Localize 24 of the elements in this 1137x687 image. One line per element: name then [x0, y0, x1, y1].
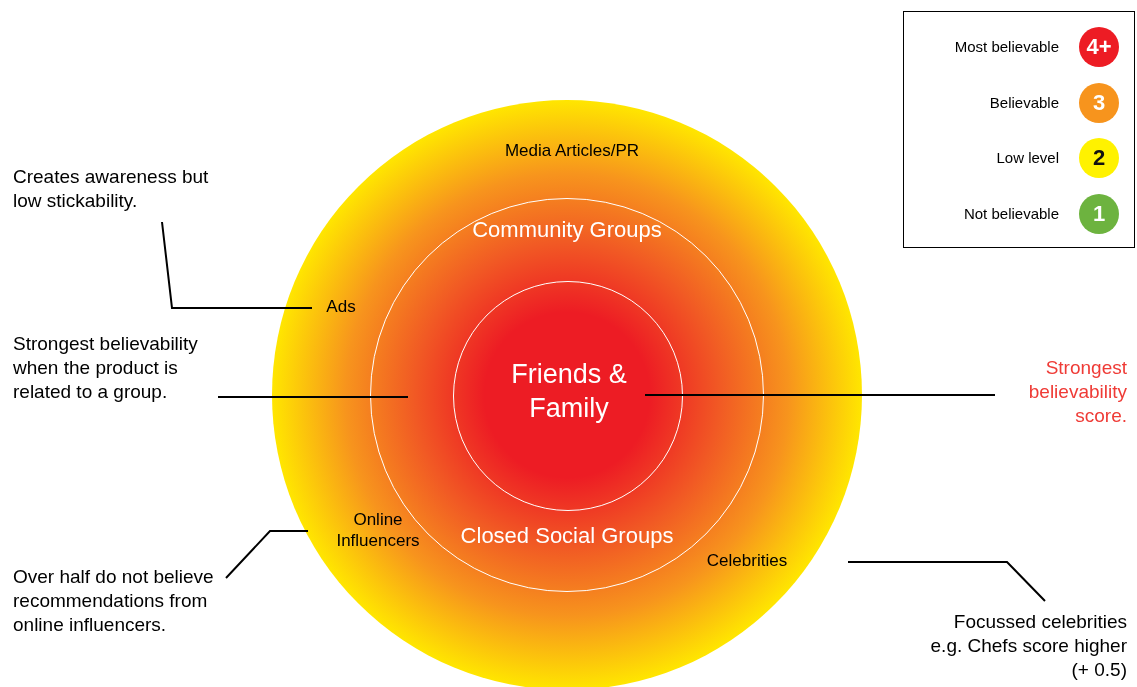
annotation-text: Focussed celebrities e.g. Chefs score higher (+ 0.5) — [917, 610, 1127, 682]
leader-line — [217, 396, 409, 398]
ring-label: Media Articles/PR — [503, 140, 641, 162]
legend-text: Most believable — [954, 38, 1059, 57]
score-badge: 4+ — [1079, 27, 1119, 67]
circle-label: Friends & Family — [510, 358, 628, 425]
ring-label: Celebrities — [692, 550, 802, 572]
ring-label: Community Groups — [471, 216, 663, 244]
legend-text: Believable — [989, 93, 1059, 113]
leader-line — [161, 221, 313, 309]
annotation-text: Creates awareness but low stickability. — [13, 165, 213, 213]
ring-label: Closed Social Groups — [459, 522, 675, 550]
score-badge: 2 — [1079, 138, 1119, 178]
score-badge: 3 — [1079, 82, 1119, 123]
legend-text: Low level — [996, 149, 1059, 168]
annotation-text: Over half do not believe recommendations from online influencers. — [13, 565, 243, 637]
annotation-text: Strongest believability when the product is related to a group. — [13, 332, 213, 404]
legend-text: Not believable — [963, 204, 1059, 224]
score-badge: 1 — [1079, 193, 1119, 234]
ring-label: Ads — [316, 296, 366, 318]
leader-line — [847, 561, 1046, 602]
leader-line — [644, 394, 996, 396]
ring-label: Online Influencers — [318, 509, 438, 552]
annotation-text: Strongest believability score. — [1007, 356, 1127, 428]
